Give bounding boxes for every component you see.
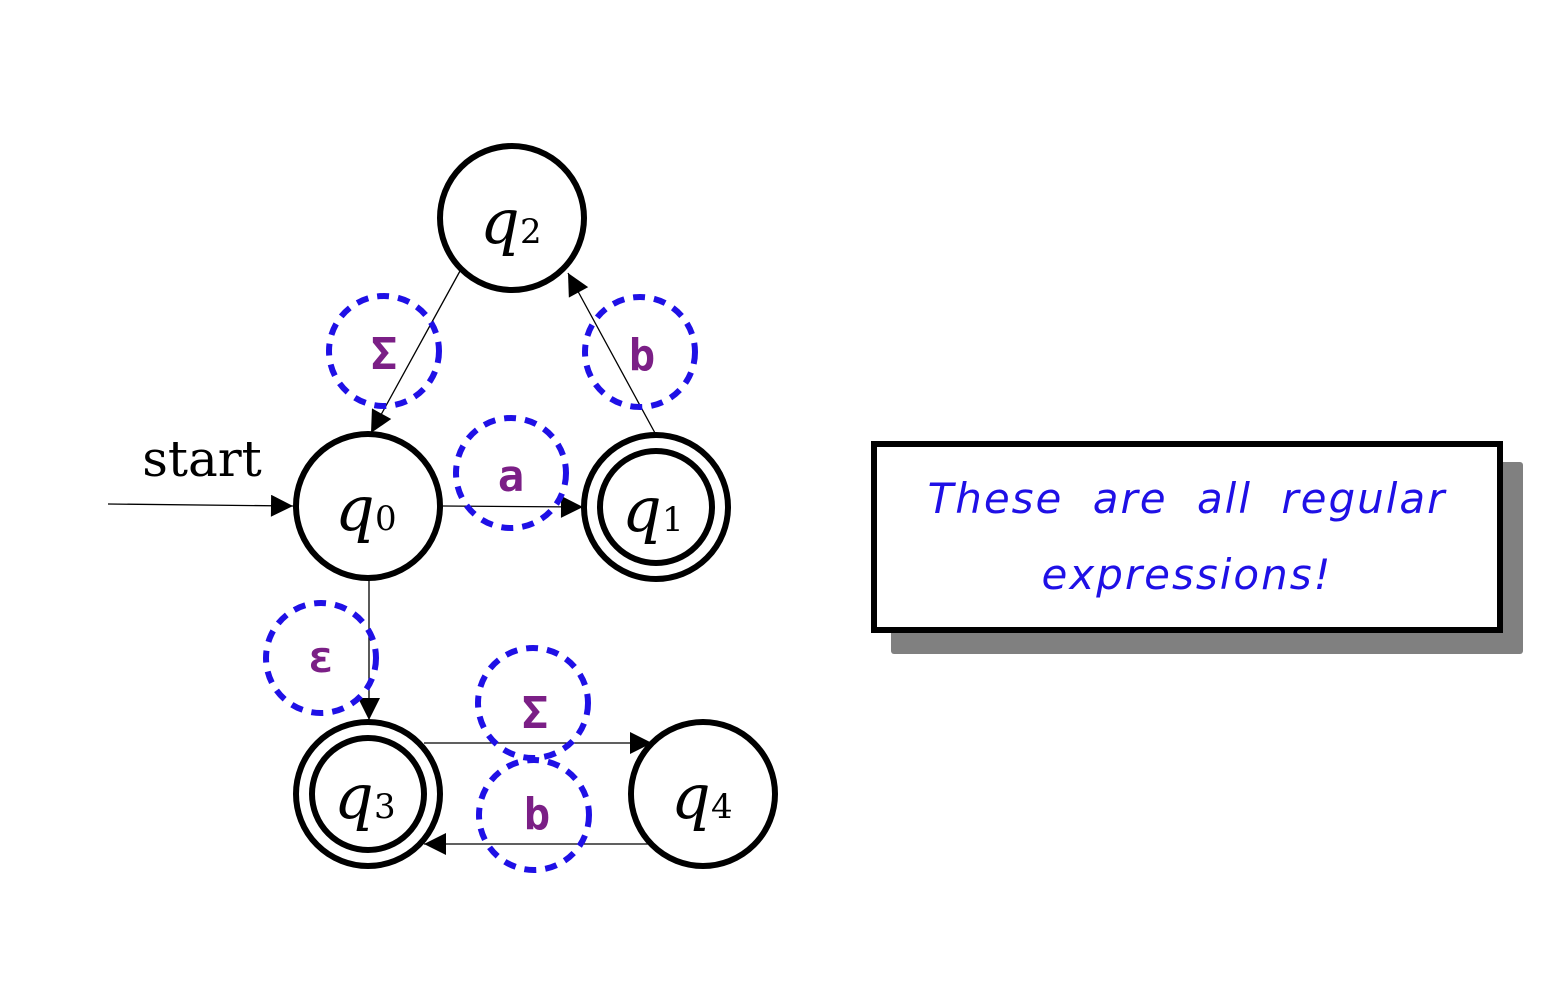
symbol-epsilon: ε: [308, 632, 335, 683]
note-line-1: These are all regular: [927, 474, 1447, 523]
state-q1-subscript: 1: [662, 500, 684, 540]
highlight-circle: [476, 757, 592, 873]
state-q3-subscript: 3: [374, 787, 396, 827]
highlight-circle: [326, 293, 442, 409]
state-q2: q 2: [437, 143, 587, 293]
state-q2-subscript: 2: [520, 212, 542, 252]
state-q1-label: q: [622, 473, 662, 546]
symbol-b: b: [524, 789, 551, 840]
state-q3-label: q: [334, 760, 374, 833]
state-q0-subscript: 0: [375, 499, 397, 539]
highlight-circle: [582, 294, 698, 410]
transition-label-q0-q1: a: [453, 415, 569, 531]
state-q4-subscript: 4: [711, 787, 733, 827]
transition-label-q1-q2: b: [582, 294, 698, 410]
note-line-2: expressions!: [1041, 550, 1333, 599]
symbol-sigma: Σ: [371, 329, 398, 380]
state-q2-label: q: [480, 185, 520, 258]
state-q4: q 4: [628, 719, 778, 869]
note-text: These are all regular expressions!: [928, 461, 1447, 613]
edge-q0-q1: [442, 495, 584, 518]
start-label: start: [142, 430, 262, 488]
transition-label-q2-q0: Σ: [326, 293, 442, 409]
note-box: These are all regular expressions!: [871, 441, 1503, 633]
start-arrow: [107, 494, 294, 517]
highlight-circle: [453, 415, 569, 531]
symbol-b: b: [629, 330, 656, 381]
symbol-a: a: [498, 451, 525, 502]
symbol-sigma: Σ: [522, 688, 549, 739]
highlight-circle: [263, 600, 379, 716]
state-q4-label: q: [671, 760, 711, 833]
transition-label-q0-q3: ε: [263, 600, 379, 716]
state-q0: q 0: [293, 431, 443, 581]
transition-label-q3-q4: Σ: [475, 645, 591, 761]
transition-label-q4-q3: b: [476, 757, 592, 873]
state-q3: q 3: [293, 719, 443, 869]
state-q0-label: q: [335, 472, 375, 545]
state-q1: q 1: [581, 432, 731, 582]
